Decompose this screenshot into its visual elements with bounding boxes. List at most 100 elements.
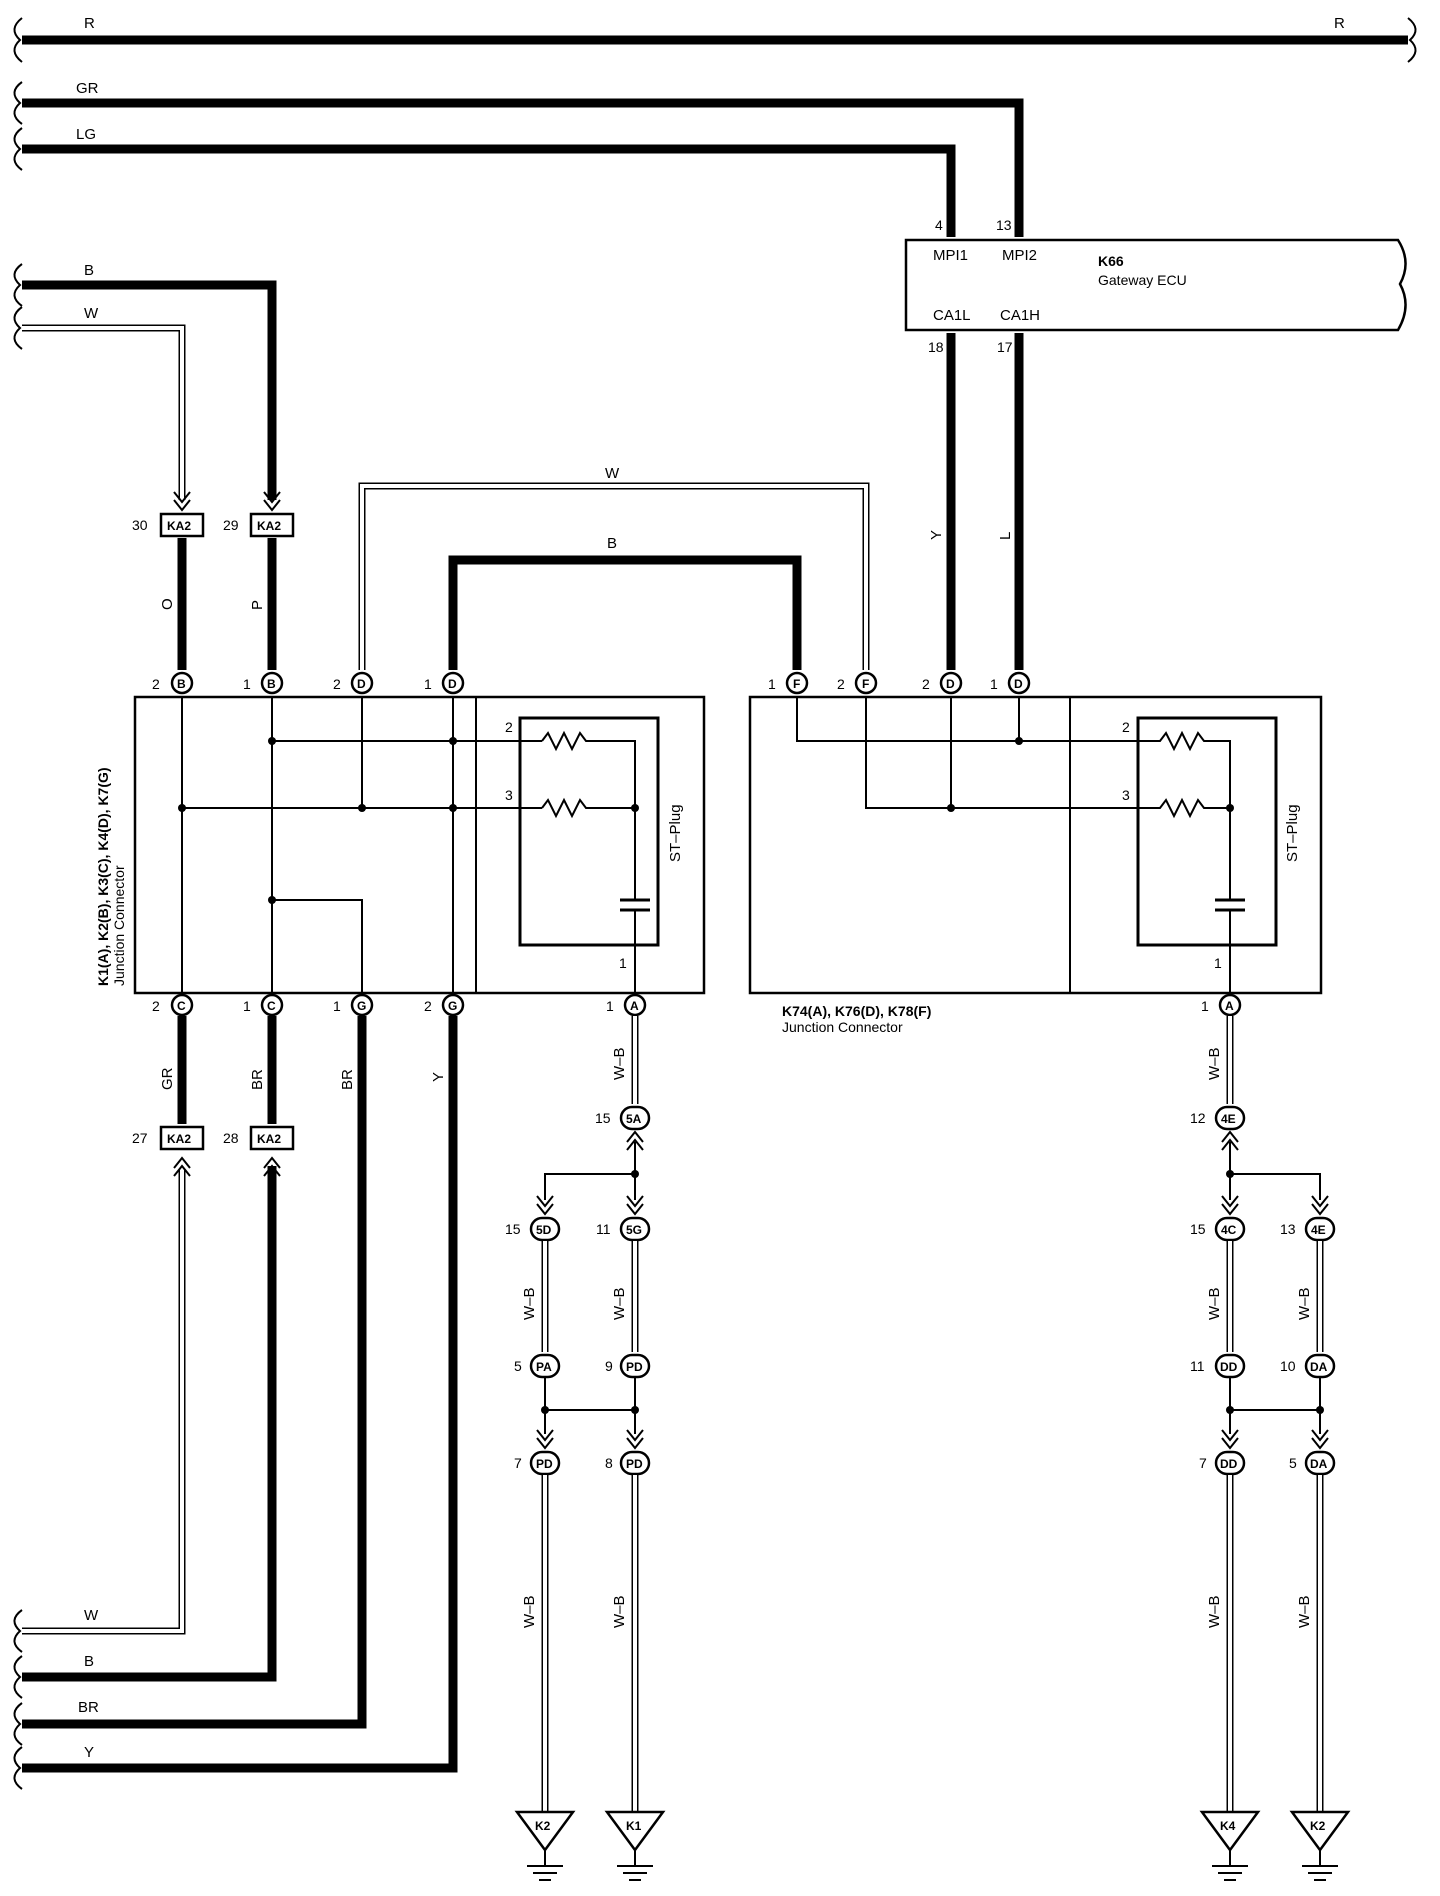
wire-l-ecu: L: [997, 333, 1024, 670]
wire-label-o: O: [159, 598, 176, 610]
junction-connector-left: 2 3 1 ST–Plug K1(A), K2(B), K3(C), K4(D)…: [95, 695, 706, 995]
wire-b-lower: B: [13, 1156, 281, 1699]
pin-num: 1: [1201, 998, 1209, 1014]
pin-num: 2: [333, 676, 341, 692]
ground-network-right: W–B 4E 12 4C 15 4E 13 W–B W–B DD 11 DA 1…: [1190, 1016, 1336, 1812]
wire-label-w-bridge: W: [605, 465, 620, 482]
pin-num: 1: [333, 998, 341, 1014]
wire-label-w-top: W: [84, 305, 99, 322]
pin-num: 13: [1280, 1221, 1296, 1237]
plug-pin-1: 1: [619, 955, 627, 971]
ground-label-k4: K4: [1220, 1819, 1236, 1833]
ground-label-k2-left: K2: [535, 1819, 551, 1833]
junction-connector-right: 2 3 1 ST–Plug K74(A), K76(D), K78(F) Jun…: [748, 695, 1323, 1035]
connector-da-5: DA: [1310, 1457, 1328, 1471]
connector-da-10: DA: [1310, 1360, 1328, 1374]
ground-k2-left: K2: [514, 1810, 576, 1881]
wire-label-wb-r2: W–B: [1206, 1287, 1223, 1320]
pin-num: 12: [1190, 1110, 1206, 1126]
plug-pin-1-right: 1: [1214, 955, 1222, 971]
wire-w-bridge: W: [358, 465, 870, 670]
pin-num: 1: [606, 998, 614, 1014]
pin-F-1: F: [793, 677, 800, 691]
pin-num: 8: [605, 1455, 613, 1471]
pin-30: 30: [132, 517, 148, 533]
pin-num: 5: [1289, 1455, 1297, 1471]
wire-label-y-bottom: Y: [84, 1744, 94, 1761]
pin-num: 2: [152, 998, 160, 1014]
wire-label-wb-l5: W–B: [611, 1595, 628, 1628]
ecu-pin-17: 17: [997, 339, 1013, 355]
pin-num: 10: [1280, 1358, 1296, 1374]
wire-br-c: BR: [249, 1016, 277, 1124]
pin-num: 7: [1199, 1455, 1207, 1471]
plug-pin-3: 3: [505, 787, 513, 803]
wire-gr-top: GR: [13, 80, 1024, 237]
pin-num: 9: [605, 1358, 613, 1374]
wire-label-wb-l1: W–B: [611, 1047, 628, 1080]
pin-D-2: D: [357, 677, 366, 691]
connector-pa: PA: [536, 1360, 552, 1374]
ecu-desc: Gateway ECU: [1098, 272, 1187, 288]
pin-num: 15: [1190, 1221, 1206, 1237]
pin-num: 2: [922, 676, 930, 692]
wire-label-wb-l3: W–B: [611, 1287, 628, 1320]
connector-pd-9: PD: [626, 1360, 643, 1374]
pin-C-1: C: [267, 999, 276, 1013]
wire-y-bottom: Y: [13, 1744, 94, 1790]
ecu-pin-4: 4: [935, 217, 943, 233]
ground-k1: K1: [604, 1810, 666, 1881]
wire-label-p: P: [249, 600, 266, 610]
st-plug-label-left: ST–Plug: [667, 804, 684, 862]
wire-br-g: BR: [22, 1016, 367, 1729]
wire-label-br-c: BR: [249, 1069, 266, 1090]
connector-4c: 4C: [1221, 1223, 1237, 1237]
pin-28: 28: [223, 1130, 239, 1146]
pin-num: 5: [514, 1358, 522, 1374]
pin-num: 1: [243, 676, 251, 692]
pin-C-2: C: [177, 999, 186, 1013]
wire-gr-lower: GR: [159, 1016, 187, 1124]
pin-num: 2: [837, 676, 845, 692]
connector-ka2-30-label: KA2: [167, 519, 191, 533]
pin-num: 15: [505, 1221, 521, 1237]
ecu-name: K66: [1098, 253, 1124, 269]
wire-w-left-top: W: [13, 305, 191, 512]
pin-num: 1: [243, 998, 251, 1014]
wire-label-wb-l2: W–B: [521, 1287, 538, 1320]
wire-label-wb-r4: W–B: [1206, 1595, 1223, 1628]
wire-r-top: R R: [13, 15, 1417, 63]
wire-label-gr: GR: [76, 80, 99, 97]
pin-num: 11: [1190, 1358, 1205, 1374]
connector-ka2-30: KA2 30: [132, 512, 205, 538]
wire-label-b-bottom: B: [84, 1653, 94, 1670]
pin-A-1-right: A: [1225, 999, 1234, 1013]
pin-27: 27: [132, 1130, 148, 1146]
pin-F-2: F: [862, 677, 869, 691]
junction-connector-left-name: K1(A), K2(B), K3(C), K4(D), K7(G): [95, 767, 111, 986]
connector-ka2-29-label: KA2: [257, 519, 281, 533]
pin-num: 15: [595, 1110, 611, 1126]
connector-ka2-28: KA2 28: [223, 1125, 295, 1151]
ecu-pin-mpi1: MPI1: [933, 247, 968, 264]
connector-dd-11: DD: [1220, 1360, 1238, 1374]
pin-num: 11: [596, 1221, 611, 1237]
ecu-pin-13: 13: [996, 217, 1012, 233]
junction-connector-left-desc: Junction Connector: [111, 865, 127, 986]
pin-D-1-right: D: [1014, 677, 1023, 691]
junction-connector-right-desc: Junction Connector: [782, 1019, 903, 1035]
pin-D-2-right: D: [946, 677, 955, 691]
ground-network-left: W–B 5A 15 5D 15 5G 11 W–B W–B PA 5 PD 9 …: [505, 1016, 651, 1812]
wire-lg-top: LG: [13, 126, 956, 237]
wire-label-y-ecu: Y: [928, 530, 945, 540]
connector-5d: 5D: [536, 1223, 552, 1237]
connector-dd-7: DD: [1220, 1457, 1238, 1471]
ground-label-k2-right: K2: [1310, 1819, 1326, 1833]
pin-num: 7: [514, 1455, 522, 1471]
plug-pin-2: 2: [505, 719, 513, 735]
connector-ka2-27-label: KA2: [167, 1132, 191, 1146]
wire-label-wb-l4: W–B: [521, 1595, 538, 1628]
ecu-pin-18: 18: [928, 339, 944, 355]
pin-G-1: G: [357, 999, 366, 1013]
connector-4e-13: 4E: [1311, 1223, 1326, 1237]
